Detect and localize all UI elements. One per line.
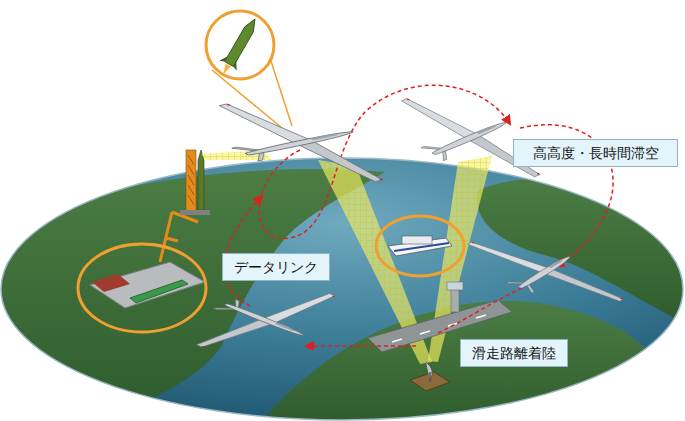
focus-circle <box>376 216 464 276</box>
launch-tower <box>186 150 196 212</box>
ground-station <box>410 362 450 391</box>
callout-box: 滑走路離着陸 <box>460 339 568 367</box>
control-tower-top <box>447 282 463 290</box>
callout-text: 滑走路離着陸 <box>471 344 557 362</box>
building <box>92 274 130 292</box>
uav-aircraft <box>158 278 371 361</box>
ship-focus <box>376 216 464 276</box>
flight-path <box>224 85 613 346</box>
antenna-mast <box>429 372 431 382</box>
focus-circle <box>78 244 206 332</box>
flight-path-segment <box>259 85 510 238</box>
flight-path-segment <box>224 196 262 306</box>
callout-text: データリンク <box>233 258 319 276</box>
control-tower <box>451 288 459 312</box>
flight-path-segment <box>436 288 522 334</box>
antenna-dish <box>426 362 432 380</box>
flight-path-segment <box>306 345 416 347</box>
leader-line <box>270 58 292 126</box>
ship-hull <box>130 280 188 303</box>
callout-box: データリンク <box>222 253 330 281</box>
land <box>255 301 685 421</box>
map-region <box>0 158 685 421</box>
rocket <box>198 150 204 210</box>
callout-box: 高高度・長時間滞空 <box>513 139 678 167</box>
pad-base <box>180 210 210 215</box>
uav-aircraft <box>443 228 646 317</box>
crane <box>160 212 198 262</box>
shelter <box>410 372 450 391</box>
focus-circle <box>206 11 274 79</box>
tower-lattice <box>188 155 194 205</box>
land <box>477 178 685 330</box>
map-outline <box>1 158 683 420</box>
harbor <box>78 212 206 332</box>
launch-pad <box>180 150 210 215</box>
ship-deck <box>402 236 432 244</box>
pier <box>90 262 205 308</box>
rocket-inset <box>206 11 292 128</box>
rocket <box>214 14 263 79</box>
uav-aircraft <box>167 94 431 193</box>
callout-text: 高高度・長時間滞空 <box>524 144 667 162</box>
ship-stripe <box>394 243 449 251</box>
